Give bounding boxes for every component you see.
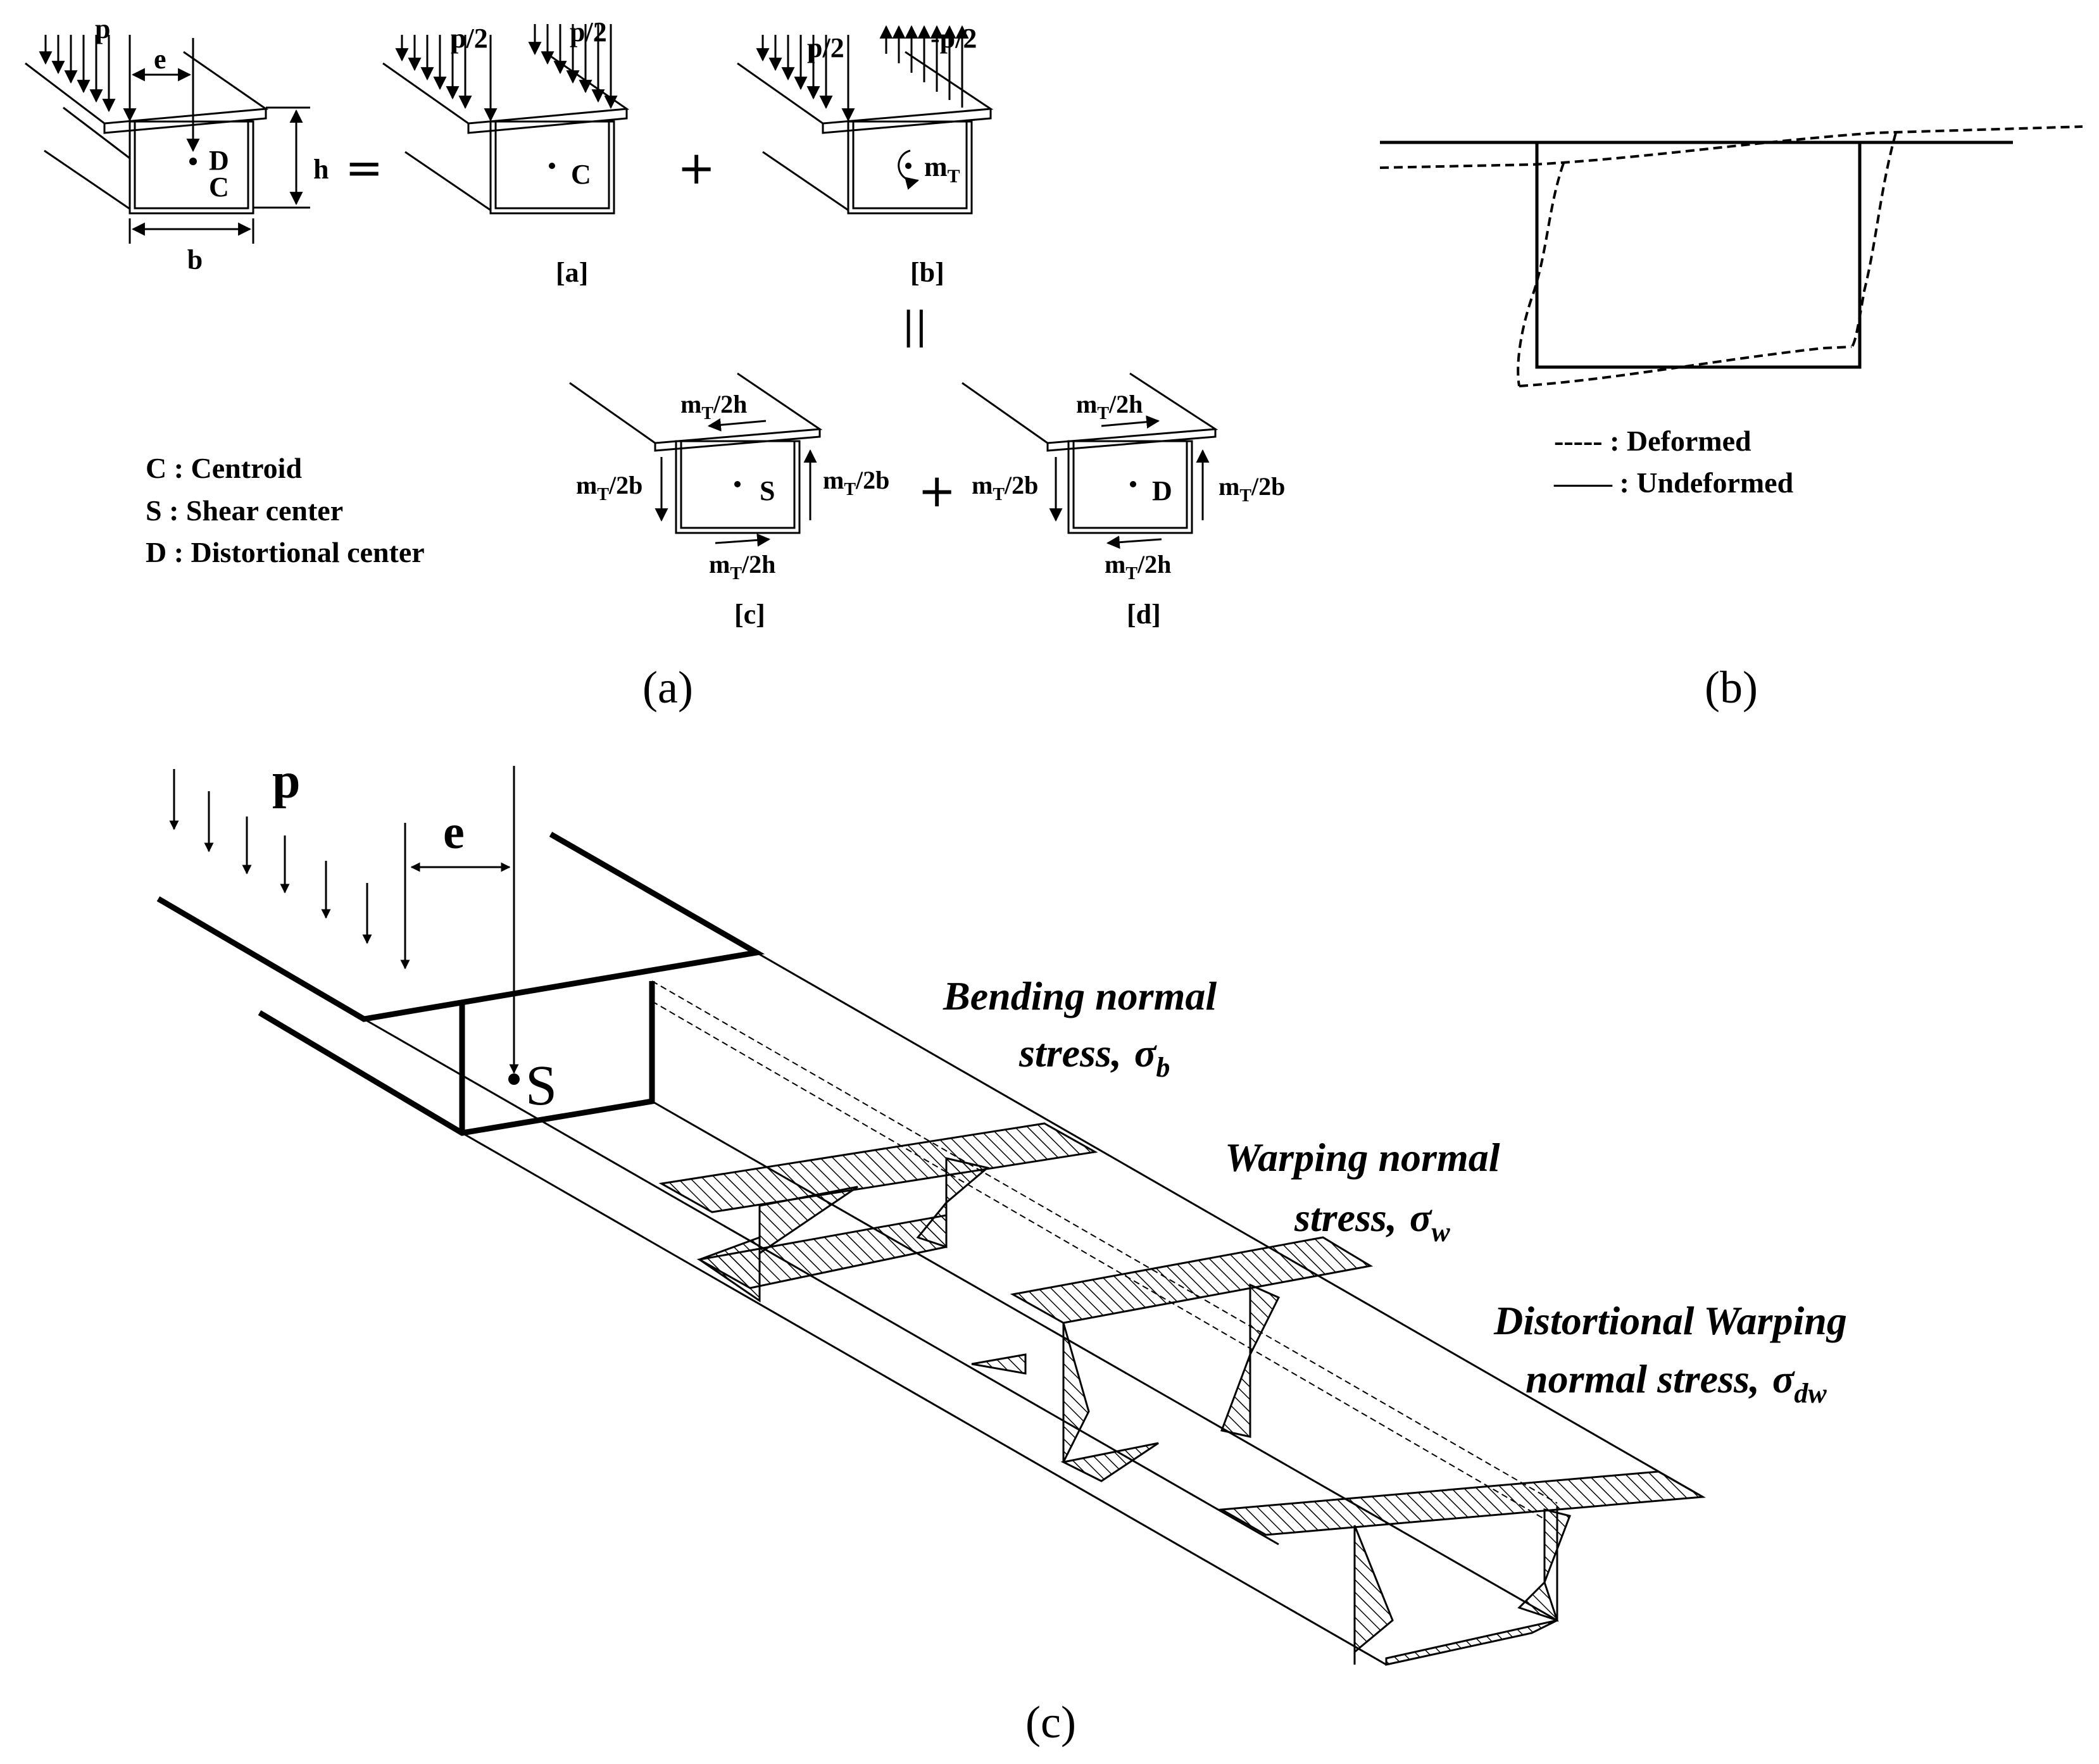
deformed-section	[1379, 125, 2083, 387]
case-a-girder: p/2 p/2 C [a]	[382, 16, 630, 288]
plus-sign-1: +	[677, 141, 715, 194]
label-c-bottom: mT/2h	[709, 550, 775, 584]
label-d-left: mT/2b	[972, 471, 1038, 504]
shear-center-point	[508, 1073, 520, 1085]
distortional-label-1: Distortional Warping	[1493, 1298, 1847, 1343]
warping-label-1: Warping normal	[1225, 1135, 1500, 1180]
panel-b-legend: ----- : Deformed —— : Undeformed	[1553, 425, 1794, 499]
label-h: h	[313, 154, 329, 185]
legend-undeformed: —— : Undeformed	[1553, 466, 1794, 499]
undeformed-section	[1380, 141, 2013, 369]
parallel-sign: ||	[902, 304, 927, 348]
panel-a: p e D C h b =	[25, 13, 1285, 713]
bending-label-2: stress,σb	[1018, 1030, 1170, 1083]
case-c-label: [c]	[734, 599, 765, 630]
label-D: D	[209, 145, 229, 176]
label-c-top: mT/2h	[680, 390, 747, 423]
stress-labels: Bending normal stress,σb Warping normal …	[943, 973, 1847, 1409]
legend-deformed: ----- : Deformed	[1554, 425, 1751, 457]
label-mT-b: mT	[924, 151, 960, 187]
load-arrows-b-up	[879, 25, 969, 108]
box-girder-main: p e D C h b	[25, 13, 329, 275]
point-D	[189, 158, 197, 165]
label-neg-half-p: -p/2	[930, 23, 977, 54]
plus-sign-2: +	[918, 464, 956, 517]
warping-stress-diagram	[697, 1157, 1374, 1462]
torque-arrow	[898, 149, 920, 190]
load-arrows-p	[39, 35, 137, 122]
label-half-p-1: p/2	[451, 23, 488, 54]
case-d-label: [d]	[1127, 599, 1161, 630]
distortional-label-2: normal stress,σdw	[1526, 1356, 1827, 1409]
warping-label-2: stress,σw	[1294, 1195, 1450, 1248]
label-half-p-3: p/2	[807, 32, 844, 63]
label-c-right: mT/2b	[823, 466, 889, 499]
label-c-left: mT/2b	[576, 471, 642, 504]
legend-shear-center: S : Shear center	[146, 494, 343, 527]
label-e: e	[154, 44, 166, 75]
distortional-stress-diagram	[1060, 1283, 1706, 1666]
load-arrows-a-left	[395, 35, 498, 122]
label-b: b	[187, 244, 203, 275]
load-arrows-a-right	[528, 24, 618, 109]
label-d-bottom: mT/2h	[1105, 550, 1171, 584]
legend-centroid: C : Centroid	[146, 452, 302, 484]
legend-distortional-center: D : Distortional center	[146, 536, 425, 568]
label-e-c: e	[443, 806, 465, 859]
equals-sign: =	[345, 141, 383, 194]
caption-a: (a)	[642, 662, 693, 713]
label-C: C	[209, 172, 229, 203]
case-d-girder: mT/2h mT/2b mT/2b mT/2h D [d]	[962, 372, 1285, 630]
label-C-a: C	[571, 159, 591, 190]
case-a-label: [a]	[556, 257, 588, 288]
label-S-big: S	[525, 1054, 557, 1117]
case-b-girder: p/2 -p/2 mT [b] ||	[737, 23, 994, 348]
case-c-girder: mT/2h mT/2b mT/2b mT/2h S [c]	[569, 372, 889, 630]
label-S-c: S	[760, 475, 775, 506]
caption-b: (b)	[1705, 662, 1758, 713]
label-p-c: p	[272, 753, 301, 809]
bending-label-1: Bending normal	[943, 973, 1217, 1018]
load-arrows-c	[169, 766, 519, 1074]
label-p: p	[95, 13, 110, 44]
label-D-d: D	[1152, 475, 1172, 506]
label-half-p-2: p/2	[570, 16, 607, 47]
case-b-label: [b]	[910, 257, 944, 288]
panel-c: p e S	[156, 753, 1847, 1748]
caption-c: (c)	[1025, 1697, 1076, 1748]
load-arrows-b-down	[756, 35, 855, 122]
panel-b: ----- : Deformed —— : Undeformed (b)	[1379, 125, 2083, 713]
label-d-right: mT/2b	[1219, 472, 1285, 506]
panel-a-legend: C : Centroid S : Shear center D : Distor…	[146, 452, 425, 568]
label-d-top: mT/2h	[1076, 390, 1143, 423]
